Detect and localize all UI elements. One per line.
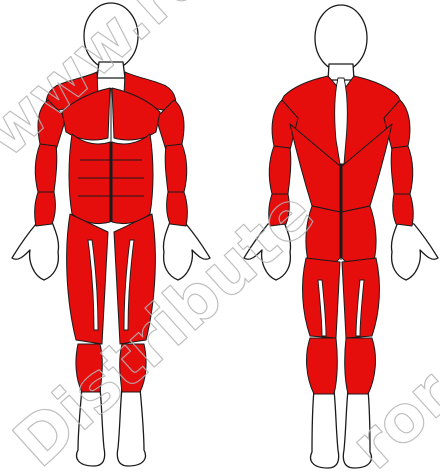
back-right-tricep <box>391 146 413 194</box>
back-left-foot <box>311 390 339 468</box>
back-head <box>315 5 367 71</box>
front-right-bicep <box>165 144 187 192</box>
back-right-forearm <box>393 194 414 226</box>
back-right-calf <box>345 338 376 394</box>
back-left-calf <box>307 338 338 394</box>
back-right-glute <box>342 206 376 265</box>
back-right-hand <box>391 222 438 280</box>
front-left-abdominals <box>69 134 110 224</box>
front-right-abdominals <box>112 134 153 224</box>
front-left-quadriceps <box>67 214 108 344</box>
front-left-forearm <box>35 192 56 226</box>
front-right-forearm <box>167 192 188 226</box>
front-left-hand <box>12 222 59 280</box>
